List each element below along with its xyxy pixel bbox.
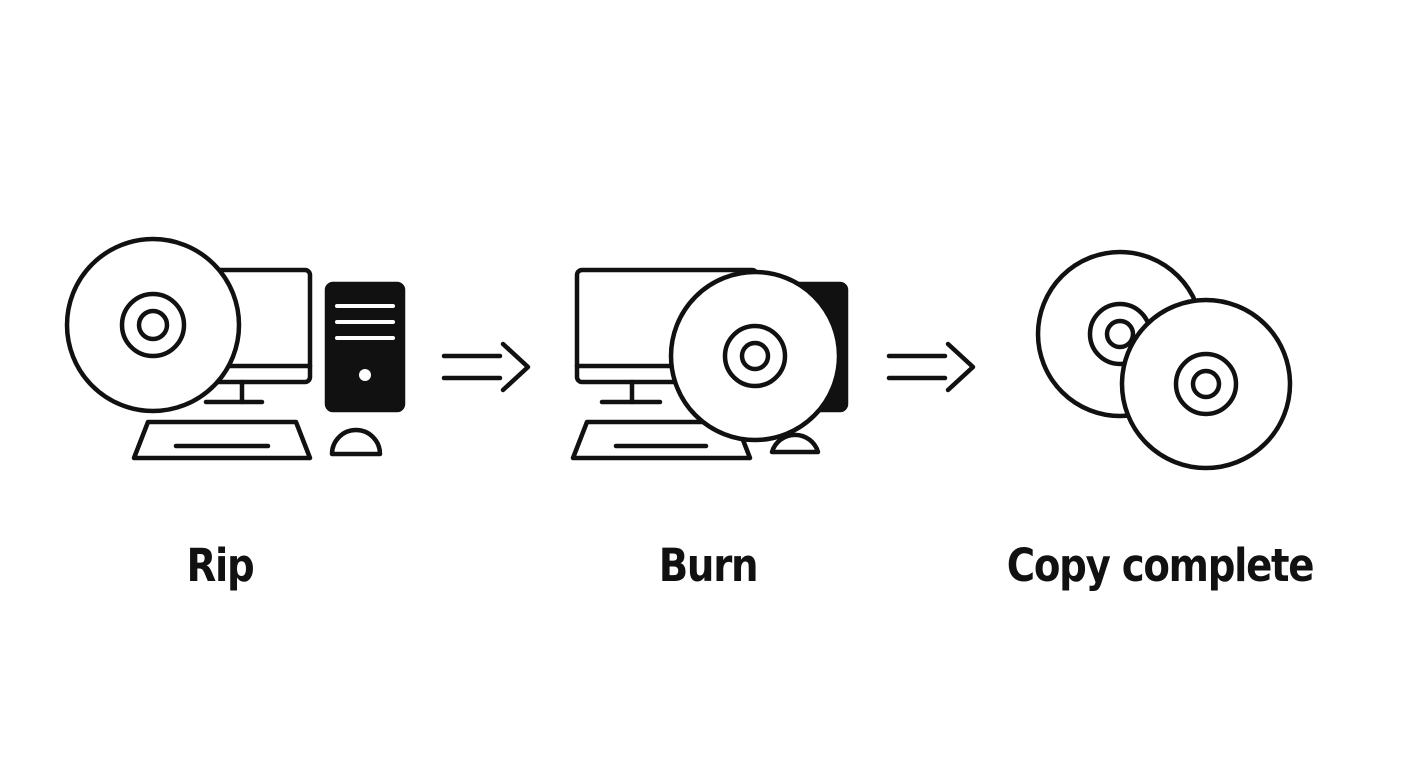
burn-label: Burn bbox=[658, 539, 759, 592]
rip-label: Rip bbox=[186, 539, 255, 592]
keyboard-icon bbox=[570, 419, 753, 461]
double-arrow-icon bbox=[886, 341, 976, 393]
disc-icon bbox=[64, 236, 242, 414]
disc-icon bbox=[1119, 297, 1293, 471]
disc-icon bbox=[668, 269, 842, 443]
mouse-icon bbox=[769, 432, 821, 455]
mouse-icon bbox=[329, 427, 383, 457]
rip-step-icon bbox=[64, 236, 406, 461]
double-arrow-icon bbox=[441, 341, 531, 393]
copy-complete-step-icon bbox=[1035, 249, 1293, 471]
tower-icon bbox=[324, 281, 406, 413]
burn-step-icon bbox=[570, 267, 849, 461]
copy-complete-label: Copy complete bbox=[1006, 539, 1315, 592]
keyboard-icon bbox=[131, 419, 313, 461]
